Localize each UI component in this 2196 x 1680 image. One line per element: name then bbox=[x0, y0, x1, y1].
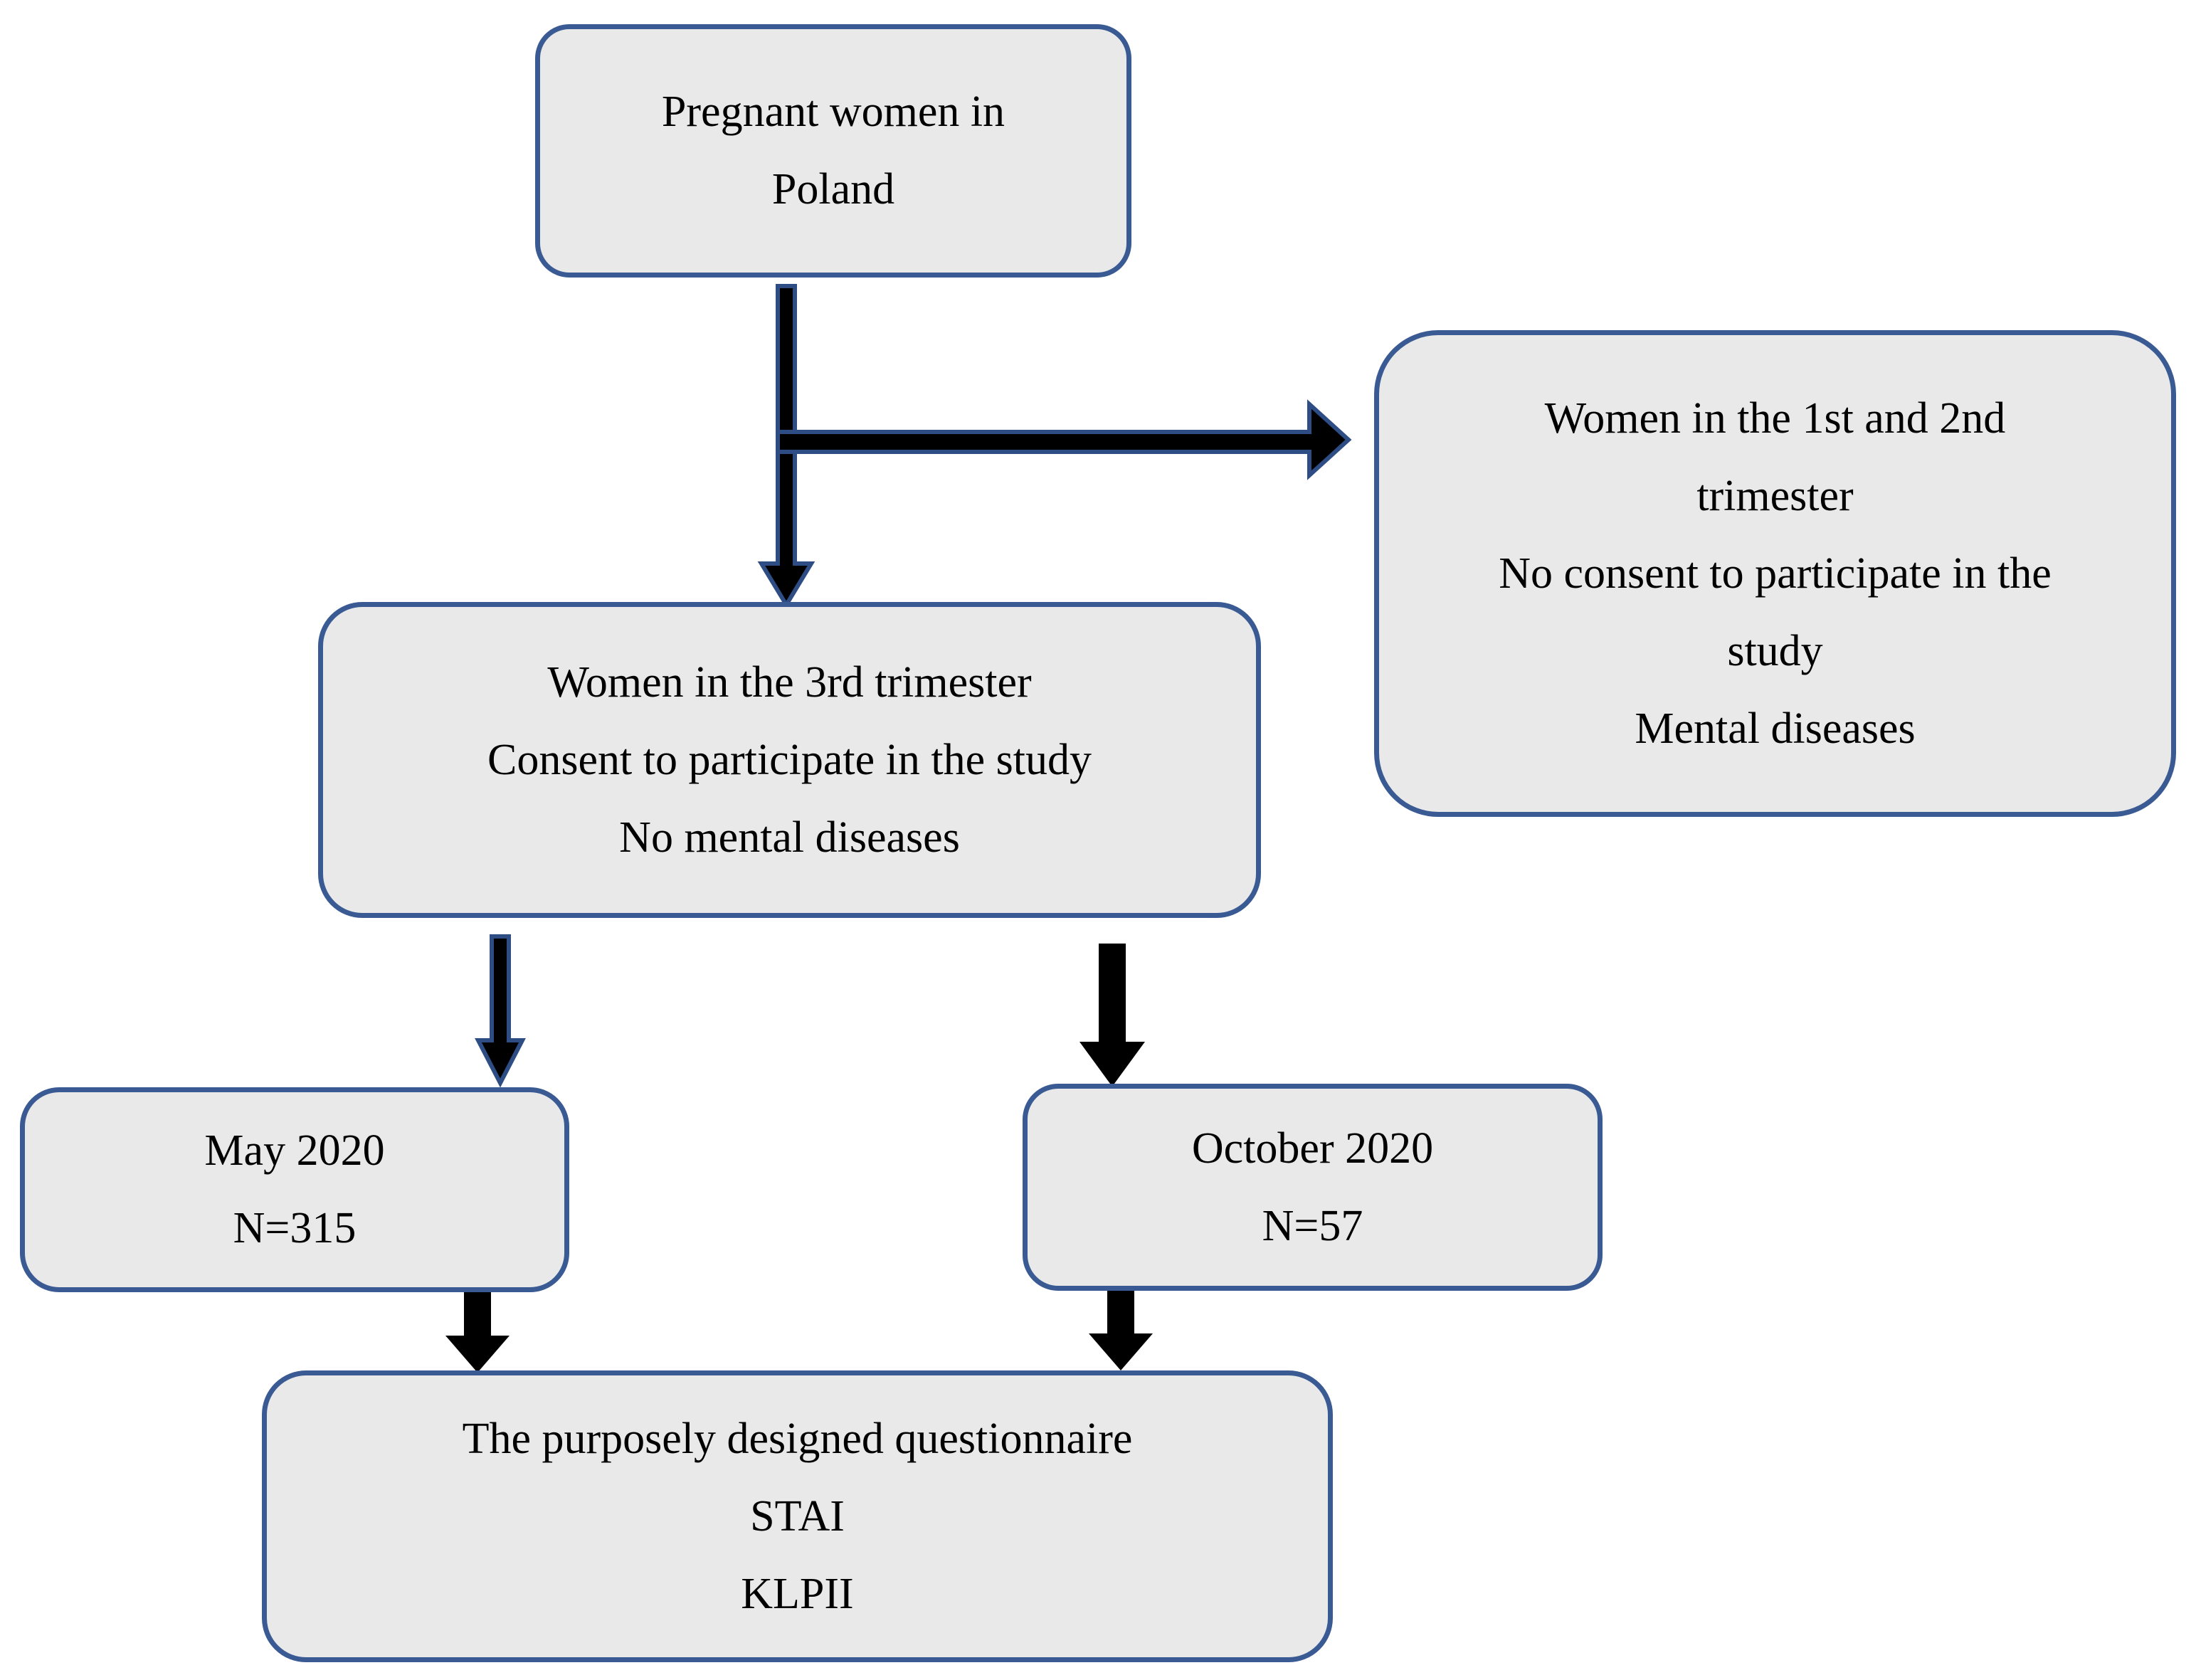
node-line: The purposely designed questionnaire bbox=[462, 1414, 1133, 1463]
node-line: May 2020 bbox=[204, 1126, 385, 1175]
node-questionnaires: The purposely designed questionnaire STA… bbox=[262, 1370, 1333, 1662]
node-line: study bbox=[1727, 626, 1823, 675]
node-line: N=315 bbox=[233, 1204, 357, 1252]
node-line: STAI bbox=[750, 1491, 845, 1541]
node-line: No consent to participate in the bbox=[1499, 549, 2052, 598]
node-line: Poland bbox=[771, 165, 895, 213]
node-line: KLPII bbox=[741, 1569, 854, 1618]
node-line: Women in the 1st and 2nd bbox=[1544, 393, 2006, 443]
node-excluded-women: Women in the 1st and 2nd trimester No co… bbox=[1374, 330, 2176, 817]
node-line: Consent to participate in the study bbox=[487, 735, 1092, 784]
arrow-october-to-questionnaires bbox=[1089, 1290, 1153, 1370]
arrow-may-to-questionnaires bbox=[445, 1292, 510, 1373]
node-pregnant-women-poland: Pregnant women in Poland bbox=[535, 24, 1131, 278]
arrow-included-to-october bbox=[1079, 944, 1145, 1087]
node-line: Women in the 3rd trimester bbox=[547, 657, 1032, 707]
arrow-included-to-may bbox=[475, 934, 526, 1088]
node-line: Mental diseases bbox=[1635, 704, 1916, 753]
node-line: trimester bbox=[1696, 471, 1854, 520]
node-included-women-3rd-trimester: Women in the 3rd trimester Consent to pa… bbox=[318, 602, 1261, 918]
node-line: Pregnant women in bbox=[661, 88, 1005, 136]
node-line: No mental diseases bbox=[619, 813, 960, 862]
node-may-2020: May 2020 N=315 bbox=[20, 1087, 569, 1292]
node-line: N=57 bbox=[1262, 1201, 1363, 1250]
arrow-branch-to-excluded bbox=[776, 399, 1352, 480]
node-october-2020: October 2020 N=57 bbox=[1023, 1084, 1603, 1291]
node-line: October 2020 bbox=[1191, 1124, 1434, 1173]
